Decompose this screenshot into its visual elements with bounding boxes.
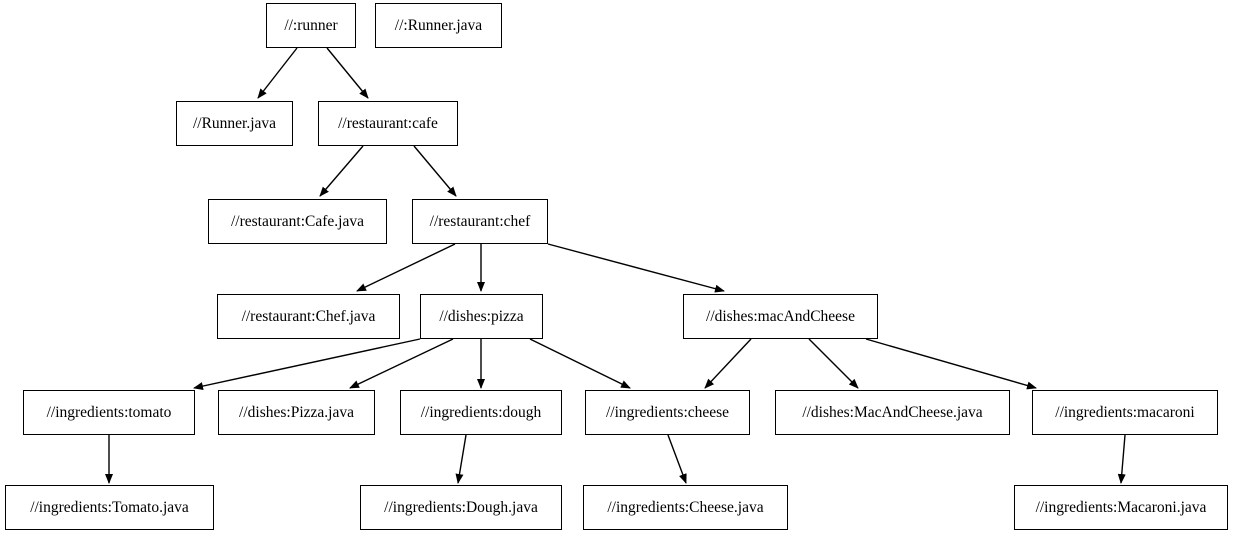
graph-node-restaurant_cafe_java[interactable]: //restaurant:Cafe.java (208, 199, 387, 244)
graph-edge-runner-to-restaurant_cafe (326, 47, 369, 99)
graph-node-label: //ingredients:tomato (46, 403, 172, 421)
graph-edge-dishes_macandcheese-to-ing_macaroni (865, 338, 1037, 390)
graph-node-label: //ingredients:dough (420, 403, 542, 421)
graph-node-restaurant_chef_java[interactable]: //restaurant:Chef.java (217, 294, 400, 339)
graph-node-ing_dough_java[interactable]: //ingredients:Dough.java (360, 485, 562, 530)
graph-node-label: //dishes:MacAndCheese.java (802, 403, 983, 421)
graph-edge-ing_dough-to-ing_dough_java (455, 434, 467, 484)
graph-node-label: //dishes:macAndCheese (706, 307, 855, 325)
graph-node-label: //ingredients:macaroni (1055, 403, 1195, 421)
graph-node-runner[interactable]: //:runner (266, 3, 356, 48)
graph-node-label: //:runner (284, 16, 338, 34)
graph-node-label: //Runner.java (192, 114, 277, 132)
graph-node-dishes_macandcheese[interactable]: //dishes:macAndCheese (683, 294, 878, 339)
graph-edge-dishes_macandcheese-to-dishes_mac_java (808, 338, 859, 389)
graph-node-runner_java_root[interactable]: //:Runner.java (375, 3, 502, 48)
graph-edge-dishes_macandcheese-to-ing_cheese (704, 338, 752, 389)
graph-node-label: //ingredients:Macaroni.java (1035, 498, 1207, 516)
graph-edge-runner-to-runner_java (257, 47, 298, 99)
graph-node-label: //ingredients:Dough.java (384, 498, 538, 516)
graph-edge-restaurant_cafe-to-restaurant_cafe_java (319, 145, 364, 197)
graph-edge-restaurant_chef-to-restaurant_chef_java (356, 243, 456, 292)
graph-node-label: //restaurant:cafe (338, 114, 438, 132)
graph-node-label: //:Runner.java (394, 16, 483, 34)
graph-node-ing_dough[interactable]: //ingredients:dough (400, 390, 562, 435)
graph-node-label: //dishes:Pizza.java (239, 403, 354, 421)
graph-node-label: //dishes:pizza (439, 307, 524, 325)
graph-node-ing_tomato[interactable]: //ingredients:tomato (23, 390, 195, 435)
graph-node-label: //ingredients:cheese (605, 403, 730, 421)
graph-node-ing_macaroni[interactable]: //ingredients:macaroni (1032, 390, 1218, 435)
graph-edge-restaurant_chef-to-dishes_macandcheese (547, 243, 725, 293)
graph-node-ing_macaroni_java[interactable]: //ingredients:Macaroni.java (1014, 485, 1228, 530)
graph-node-ing_cheese_java[interactable]: //ingredients:Cheese.java (583, 485, 788, 530)
graph-node-label: //ingredients:Cheese.java (607, 498, 764, 516)
graph-node-label: //restaurant:chef (429, 212, 531, 230)
graph-edge-ing_macaroni-to-ing_macaroni_java (1117, 434, 1126, 484)
graph-node-ing_tomato_java[interactable]: //ingredients:Tomato.java (5, 485, 214, 530)
graph-edge-restaurant_cafe-to-restaurant_chef (413, 145, 457, 197)
graph-node-restaurant_chef[interactable]: //restaurant:chef (412, 199, 548, 244)
graph-node-label: //restaurant:Cafe.java (231, 212, 364, 230)
graph-node-dishes_pizza_java[interactable]: //dishes:Pizza.java (218, 390, 375, 435)
graph-node-ing_cheese[interactable]: //ingredients:cheese (585, 390, 750, 435)
graph-node-label: //restaurant:Chef.java (241, 307, 376, 325)
graph-edge-ing_cheese-to-ing_cheese_java (667, 434, 687, 484)
graph-node-dishes_mac_java[interactable]: //dishes:MacAndCheese.java (775, 390, 1010, 435)
graph-node-runner_java[interactable]: //Runner.java (176, 101, 293, 146)
graph-node-dishes_pizza[interactable]: //dishes:pizza (420, 294, 543, 339)
graph-edge-dishes_pizza-to-dishes_pizza_java (349, 338, 454, 389)
graph-edge-dishes_pizza-to-ing_tomato (193, 338, 421, 391)
graph-edge-dishes_pizza-to-ing_cheese (529, 338, 631, 389)
graph-node-label: //ingredients:Tomato.java (30, 498, 189, 516)
graph-node-restaurant_cafe[interactable]: //restaurant:cafe (318, 101, 458, 146)
